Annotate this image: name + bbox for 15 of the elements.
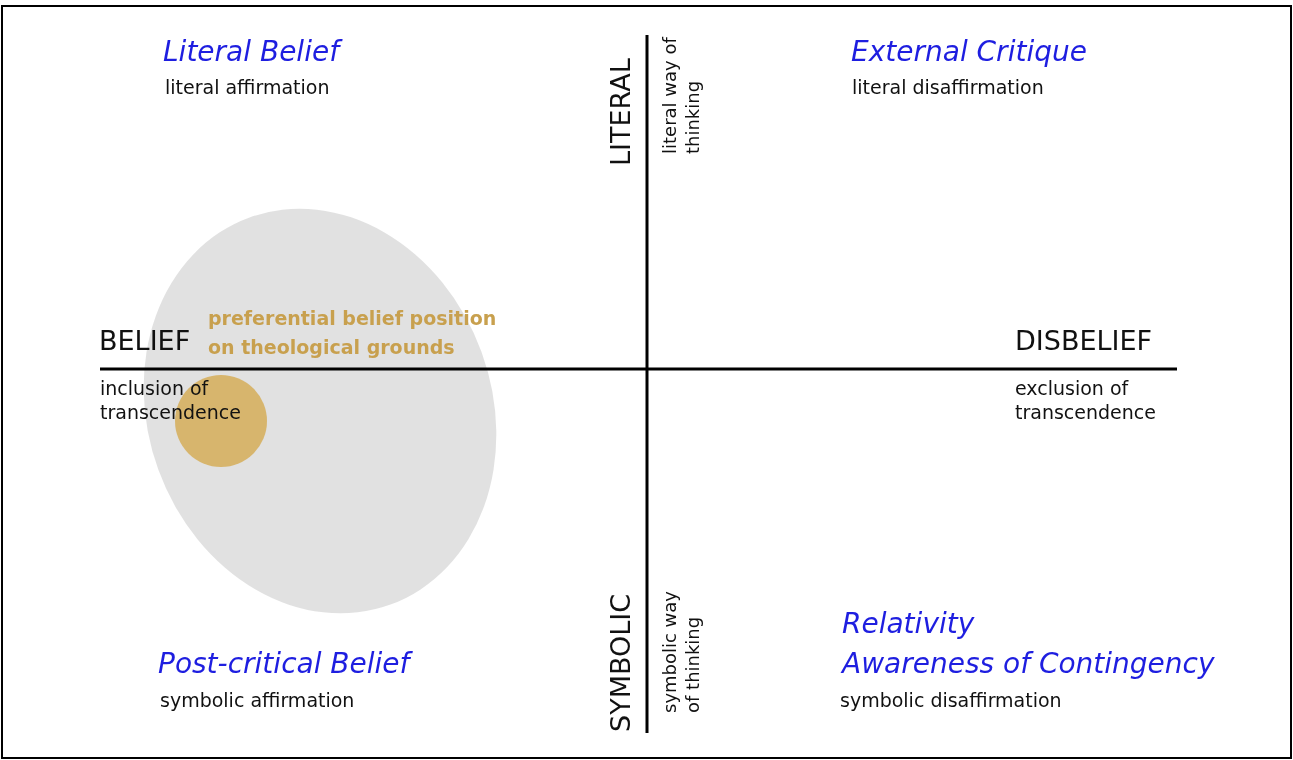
annotation-text: preferential belief position on theological grounds — [208, 306, 498, 360]
quadrant-subtitle: literal disaffirmation — [852, 76, 1044, 100]
quadrant-subtitle: symbolic affirmation — [160, 689, 355, 713]
quadrant-subtitle: literal affirmation — [165, 76, 330, 100]
axis-description: exclusion of transcendence — [1015, 377, 1157, 425]
axis-label: SYMBOLIC — [604, 592, 637, 732]
axis-description: symbolic way of thinking — [658, 589, 705, 713]
axis-description: literal way of thinking — [658, 36, 705, 154]
axis-label: DISBELIEF — [1015, 324, 1153, 358]
axis-label: BELIEF — [99, 324, 191, 358]
quadrant-subtitle: symbolic disaffirmation — [840, 689, 1062, 713]
quadrant-title: External Critique — [851, 34, 1087, 69]
quadrant-title: Relativity — [842, 606, 975, 641]
quadrant-title: Awareness of Contingency — [842, 646, 1215, 681]
axis-label: LITERAL — [604, 57, 637, 166]
